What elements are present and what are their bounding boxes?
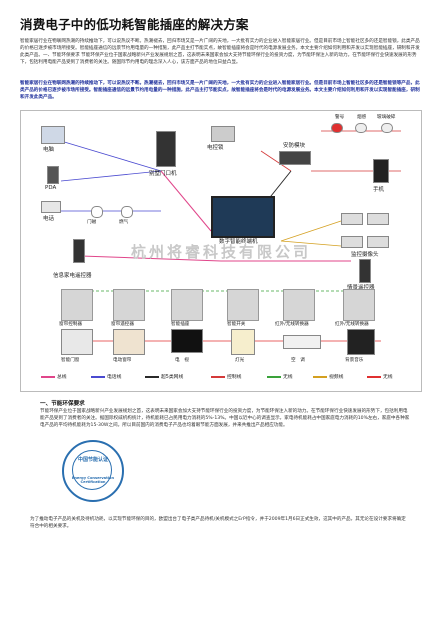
tv-icon: [171, 329, 203, 353]
host-terminal-label: 数字智能终端机: [219, 239, 258, 245]
siren-icon: [331, 123, 343, 133]
mobile-label: 手机: [373, 187, 385, 193]
tv-label: 电 视: [175, 358, 189, 363]
scene-remote-icon: [359, 259, 371, 283]
curtain-controller-label: 窗帘控制器: [59, 322, 82, 327]
window-label: 智能门窗: [61, 358, 80, 363]
light-label: 灯光: [235, 358, 245, 363]
lock-icon: [211, 126, 235, 142]
highlight-paragraph: 智能家居行业在物联网热潮的持续推动下，可以说热议不断。热潮褪去，回归市场又是一片…: [20, 81, 420, 100]
ir-converter-icon-2: [343, 289, 375, 321]
legend-item: 超5类网线: [145, 373, 183, 380]
smart-socket-label: 智能插座: [171, 322, 190, 327]
camera-icon-4: [367, 236, 389, 248]
ir-converter-icon-1: [283, 289, 315, 321]
remote-icon: [73, 239, 85, 263]
camera-icon-1: [341, 213, 363, 225]
legend-item: 控制线: [211, 373, 241, 380]
intro-paragraph: 智能家居行业在物联网热潮的持续推动下，可以说热议不断。热潮褪去，回归市场又是一片…: [20, 39, 420, 65]
pc-icon: [41, 126, 65, 144]
ac-icon: [283, 335, 321, 349]
legend-item: 无线: [367, 373, 393, 380]
host-terminal-icon: [211, 196, 275, 238]
smart-switch-icon: [227, 289, 259, 321]
section-body: 节能环保产业位于国家战略新兴产业发展规划之首，这表明未来国家会加大支持节能环保行…: [40, 409, 410, 428]
watermark: 杭州将睿科技有限公司: [131, 243, 312, 261]
remote-label: 信息家电遥控器: [53, 273, 92, 279]
security-module-icon: [279, 151, 311, 165]
window-icon: [61, 329, 93, 355]
curtain-controller-icon: [61, 289, 93, 321]
smoke-detector-icon: [355, 123, 367, 133]
sensor-icon: [91, 206, 103, 218]
seal-inner-ring: [72, 450, 112, 490]
light-icon: [231, 329, 255, 355]
camera-icon-3: [341, 236, 363, 248]
mobile-icon: [373, 159, 389, 183]
ac-label: 空 调: [291, 358, 305, 363]
seal-bottom-text: Energy Conservation Certification: [71, 476, 115, 484]
legend-item: 电话线: [91, 373, 121, 380]
seal-top-text: 中国节能认证: [77, 457, 108, 463]
ir-converter-label-1: 红外/无线转换器: [275, 322, 309, 327]
pc-label: 电脑: [43, 147, 55, 153]
curtain-remote-icon: [113, 289, 145, 321]
music-icon: [347, 329, 375, 355]
security-module-label: 安防模块: [283, 143, 306, 149]
smoke-label: 烟感: [357, 115, 367, 120]
legend-item: 无线: [267, 373, 293, 380]
motor-curtain-icon: [113, 329, 145, 355]
scene-remote-label: 情景遥控器: [347, 285, 375, 291]
pda-icon: [47, 166, 59, 184]
door-unit-label: 别墅门口机: [149, 171, 177, 177]
door-unit-icon: [156, 131, 176, 167]
pda-label: PDA: [45, 185, 57, 191]
phone-label: 电话: [43, 216, 55, 222]
legend: 总线 电话线 超5类网线 控制线 无线 视频线 无线: [41, 373, 401, 383]
page-title: 消费电子中的低功耗智能插座的解决方案: [20, 17, 249, 32]
legend-item: 视频线: [313, 373, 343, 380]
siren-label: 警号: [335, 115, 345, 120]
smart-switch-label: 智能开关: [227, 322, 246, 327]
camera-icon-2: [367, 213, 389, 225]
legend-item: 总线: [41, 373, 67, 380]
energy-certification-seal: 中国节能认证 Energy Conservation Certification: [62, 440, 124, 502]
glass-break-icon: [381, 123, 393, 133]
ir-converter-label-2: 红外/无线转换器: [335, 322, 369, 327]
music-label: 背景音乐: [345, 358, 364, 363]
camera-label: 监控摄像头: [351, 252, 379, 258]
glass-break-label: 玻璃破碎: [377, 115, 396, 120]
smart-socket-icon: [171, 289, 203, 321]
phone-icon: [41, 201, 61, 213]
section-heading: 一、节能环保要求: [40, 401, 85, 407]
curtain-remote-label: 窗帘遥控器: [111, 322, 134, 327]
bottom-paragraph: 为了推动电子产品的关机及待机功耗，以实现节能环保的目的，欧盟出台了电子类产品待机…: [30, 517, 406, 529]
lock-label: 电控锁: [207, 145, 224, 151]
motor-curtain-label: 电动窗帘: [113, 358, 132, 363]
gas-sensor-icon: [121, 206, 133, 218]
sensor-label: 门磁: [87, 220, 97, 225]
gas-label: 燃气: [119, 220, 129, 225]
smart-home-diagram: 电脑 PDA 电话 别墅门口机 电控锁 安防模块 警号 烟感 玻璃破碎 手机 数…: [20, 110, 422, 392]
